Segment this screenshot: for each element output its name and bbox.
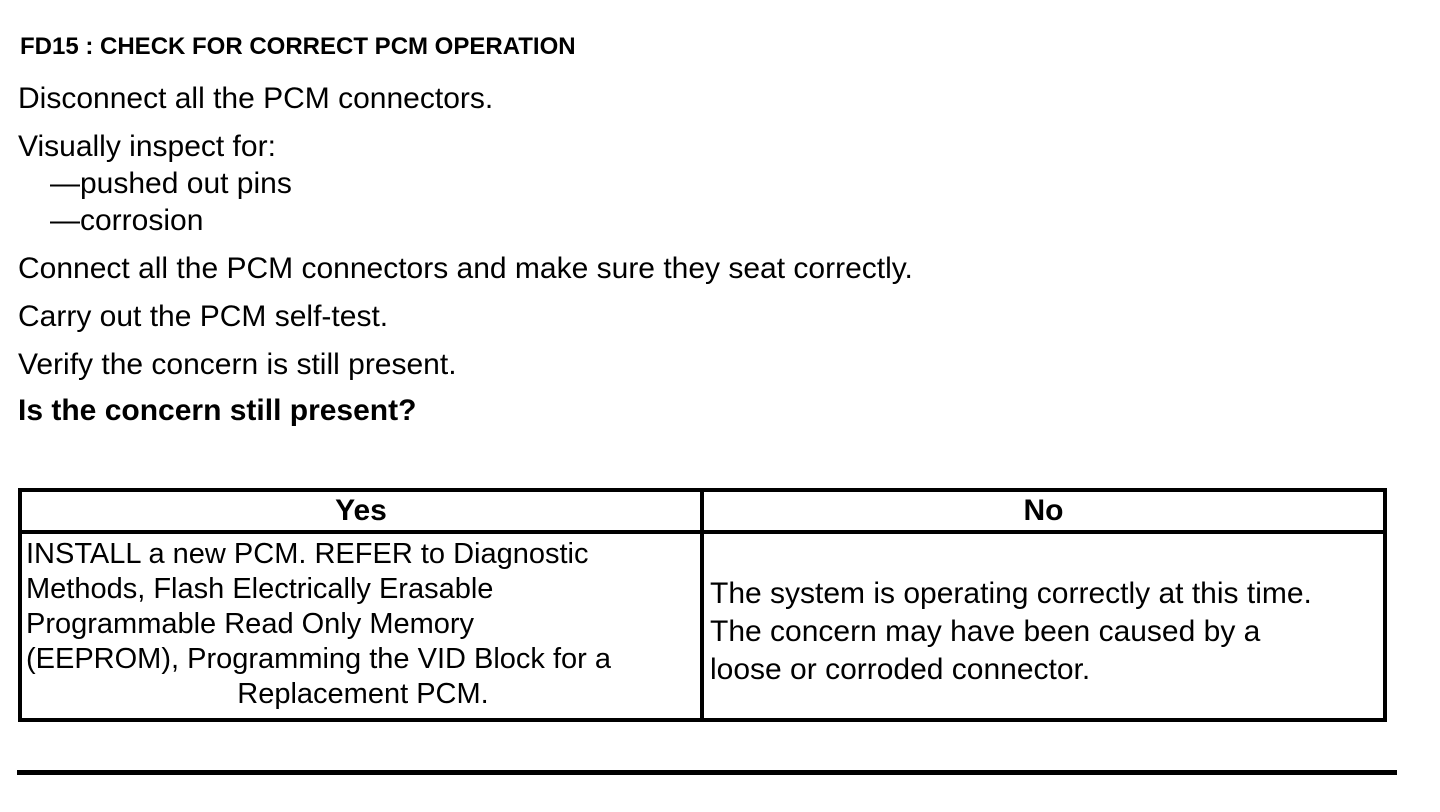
yes-cell: INSTALL a new PCM. REFER to Diagnostic M…	[18, 530, 704, 722]
step-verify: Verify the concern is still present.	[18, 348, 457, 381]
step-disconnect: Disconnect all the PCM connectors.	[18, 82, 494, 115]
inspect-item-pushed-out-pins: —pushed out pins	[50, 167, 292, 200]
bottom-divider	[17, 770, 1397, 775]
no-line: The system is operating correctly at thi…	[710, 577, 1312, 610]
step-connect: Connect all the PCM connectors and make …	[18, 252, 913, 285]
yes-line: Methods, Flash Electrically Erasable	[26, 573, 494, 605]
question: Is the concern still present?	[18, 394, 417, 427]
no-line: loose or corroded connector.	[710, 653, 1091, 686]
page-title: FD15 : CHECK FOR CORRECT PCM OPERATION	[20, 33, 576, 60]
step-inspect: Visually inspect for:	[18, 130, 276, 163]
step-self-test: Carry out the PCM self-test.	[18, 300, 389, 333]
no-line: The concern may have been caused by a	[710, 615, 1261, 648]
result-table: Yes No INSTALL a new PCM. REFER to Diagn…	[18, 488, 1387, 722]
table-header-row: Yes No	[18, 488, 1387, 534]
header-yes: Yes	[18, 488, 704, 534]
header-no: No	[700, 488, 1387, 534]
inspect-item-corrosion: —corrosion	[50, 204, 204, 237]
yes-line: Programmable Read Only Memory	[26, 608, 475, 640]
yes-line: (EEPROM), Programming the VID Block for …	[26, 643, 611, 675]
yes-line: INSTALL a new PCM. REFER to Diagnostic	[26, 538, 589, 570]
no-cell: The system is operating correctly at thi…	[700, 530, 1387, 722]
yes-line: Replacement PCM.	[237, 678, 489, 710]
table-row: INSTALL a new PCM. REFER to Diagnostic M…	[18, 530, 1387, 722]
